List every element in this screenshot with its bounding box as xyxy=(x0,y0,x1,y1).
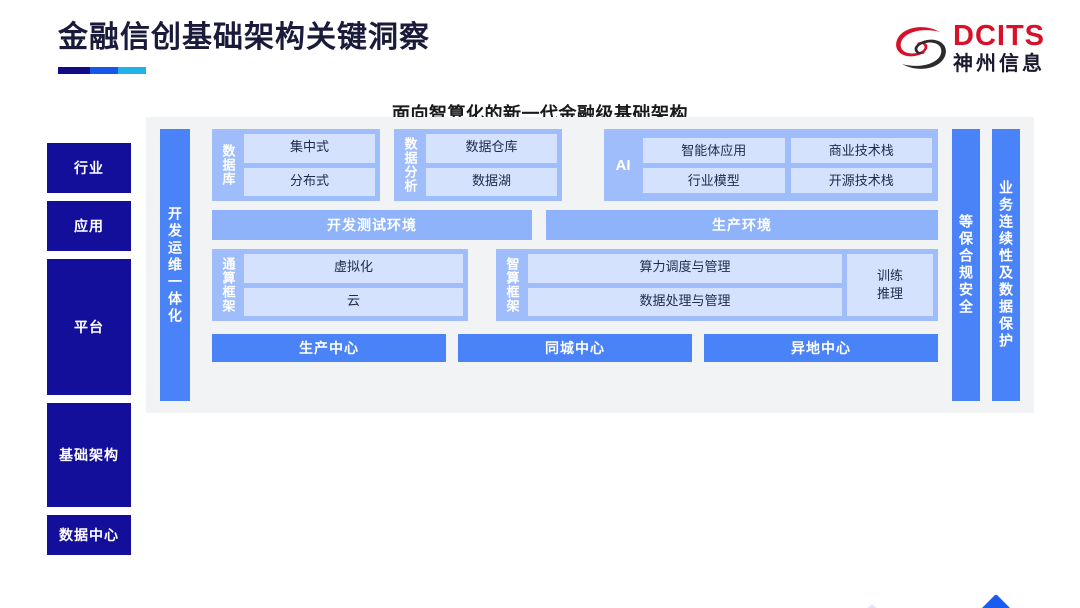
stripe-dark xyxy=(964,594,1080,608)
platform-infrastructure-panel: 开发运维一体化 数据库 集中式 分布式 数据分析 数据仓库 数据湖 AI xyxy=(146,117,1034,413)
ai-row-1: 智能体应用 商业技术栈 xyxy=(643,137,932,163)
group-title-analytics: 数据分析 xyxy=(402,137,418,193)
logo-text-en: DCITS xyxy=(953,20,1045,52)
layer-label-platform: 平台 xyxy=(47,259,131,395)
platform-stack: 数据库 集中式 分布式 数据分析 数据仓库 数据湖 AI 智能体应用 xyxy=(212,129,938,401)
chip-distributed[interactable]: 分布式 xyxy=(244,167,375,196)
dcits-swirl-icon xyxy=(896,27,946,69)
logo-text-cn: 神州信息 xyxy=(953,53,1045,75)
stripe-light xyxy=(847,604,1080,608)
box-train-inference[interactable]: 训练 推理 xyxy=(847,254,933,316)
group-items-ai: 智能体应用 商业技术栈 行业模型 开源技术栈 xyxy=(643,137,932,193)
sidebar-business-continuity: 业务连续性及数据保护 xyxy=(992,129,1020,401)
rule-segment-cyan xyxy=(118,67,146,74)
bar-production-center[interactable]: 生产中心 xyxy=(212,334,446,362)
layer-label-datacenter: 数据中心 xyxy=(47,515,131,555)
platform-row: 平台 基础架构 数据中心 xyxy=(47,259,1034,555)
page-header: 金融信创基础架构关键洞察 xyxy=(58,20,430,74)
layer-label-industry: 行业 xyxy=(47,143,131,193)
chip-opensource-stack[interactable]: 开源技术栈 xyxy=(790,167,932,193)
chip-data-processing[interactable]: 数据处理与管理 xyxy=(528,287,842,316)
platform-groups-row: 数据库 集中式 分布式 数据分析 数据仓库 数据湖 AI 智能体应用 xyxy=(212,129,938,201)
sidebar-security-compliance: 等保合规安全 xyxy=(952,129,980,401)
group-items-database: 集中式 分布式 xyxy=(244,134,375,196)
chip-data-lake[interactable]: 数据湖 xyxy=(426,167,557,196)
bar-production-environment[interactable]: 生产环境 xyxy=(546,210,938,240)
group-ai: AI 智能体应用 商业技术栈 行业模型 开源技术栈 xyxy=(604,129,938,201)
group-title-intelligent-compute: 智算框架 xyxy=(504,257,520,313)
group-items-intelligent-compute: 算力调度与管理 数据处理与管理 xyxy=(528,254,842,316)
group-general-compute: 通算框架 虚拟化 云 xyxy=(212,249,468,321)
layer-label-application: 应用 xyxy=(47,201,131,251)
title-underline-rule xyxy=(58,67,146,74)
datacenter-row: 生产中心 同城中心 异地中心 xyxy=(212,334,938,362)
bar-metro-center[interactable]: 同城中心 xyxy=(458,334,692,362)
chip-virtualization[interactable]: 虚拟化 xyxy=(244,254,463,283)
ai-row-2: 行业模型 开源技术栈 xyxy=(643,167,932,193)
infrastructure-groups-row: 通算框架 虚拟化 云 智算框架 算力调度与管理 数据处理与管理 训练 推理 xyxy=(212,249,938,321)
layer-label-infrastructure: 基础架构 xyxy=(47,403,131,507)
chip-industry-model[interactable]: 行业模型 xyxy=(643,167,785,193)
rule-segment-blue xyxy=(90,67,118,74)
group-title-general-compute: 通算框架 xyxy=(220,257,236,313)
chip-compute-scheduling[interactable]: 算力调度与管理 xyxy=(528,254,842,283)
group-title-ai: AI xyxy=(615,156,631,174)
bar-remote-center[interactable]: 异地中心 xyxy=(704,334,938,362)
chip-data-warehouse[interactable]: 数据仓库 xyxy=(426,134,557,163)
environment-row: 开发测试环境 生产环境 xyxy=(212,210,938,240)
page-title: 金融信创基础架构关键洞察 xyxy=(58,21,430,54)
rule-segment-navy xyxy=(58,67,90,74)
group-items-general-compute: 虚拟化 云 xyxy=(244,254,463,316)
sidebar-devops-integration: 开发运维一体化 xyxy=(160,129,190,401)
chip-commercial-stack[interactable]: 商业技术栈 xyxy=(790,137,932,163)
lower-side-label-stack: 平台 基础架构 数据中心 xyxy=(47,259,131,555)
train-label: 训练 xyxy=(876,268,903,284)
company-logo: DCITS 神州信息 xyxy=(894,22,1045,74)
chip-centralized[interactable]: 集中式 xyxy=(244,134,375,163)
bar-dev-test-environment[interactable]: 开发测试环境 xyxy=(212,210,532,240)
inference-label: 推理 xyxy=(876,286,903,301)
group-analytics: 数据分析 数据仓库 数据湖 xyxy=(394,129,562,201)
group-database: 数据库 集中式 分布式 xyxy=(212,129,380,201)
chip-agent-application[interactable]: 智能体应用 xyxy=(643,137,785,163)
chip-cloud[interactable]: 云 xyxy=(244,287,463,316)
group-title-database: 数据库 xyxy=(220,144,236,186)
group-items-analytics: 数据仓库 数据湖 xyxy=(426,134,557,196)
group-intelligent-compute: 智算框架 算力调度与管理 数据处理与管理 训练 推理 xyxy=(496,249,938,321)
